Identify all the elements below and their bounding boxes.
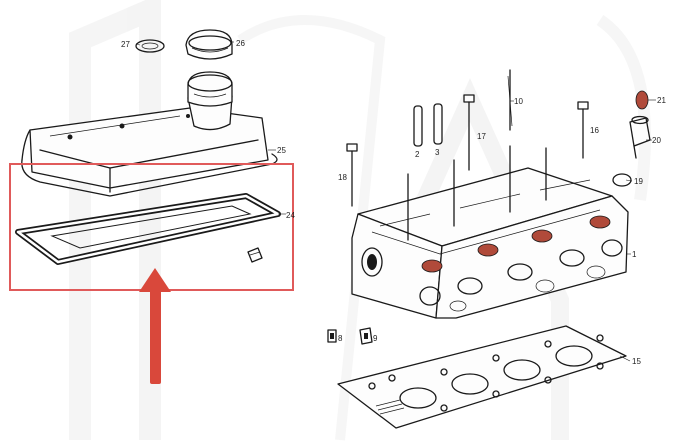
- bolt-18: [346, 143, 358, 207]
- sealing-washer: [135, 39, 165, 53]
- sender-washer: [612, 173, 632, 187]
- bolt-17: [463, 94, 475, 171]
- filler-cap: [185, 29, 233, 60]
- pointer-arrow: [139, 268, 171, 384]
- dowel-2: [413, 105, 423, 147]
- callout-labels: 27 26 25 24 1 2 3 8 9 10 15 16 17 18 19 …: [121, 39, 666, 366]
- callout-2: 2: [415, 150, 420, 159]
- callout-19: 19: [634, 177, 643, 186]
- callout-26: 26: [236, 39, 245, 48]
- callout-1: 1: [632, 250, 637, 259]
- small-fitting-9: [359, 327, 373, 345]
- intake-ports: [419, 239, 623, 312]
- head-studs: [407, 145, 547, 241]
- valve-seats: [421, 215, 611, 273]
- bolt-16: [577, 101, 589, 159]
- cover-nut: [247, 247, 263, 263]
- dowel-3: [433, 103, 443, 145]
- oil-filler-body: [187, 71, 233, 107]
- callout-9: 9: [373, 334, 378, 343]
- small-fitting-8: [327, 329, 337, 343]
- callout-8: 8: [338, 334, 343, 343]
- callout-15: 15: [632, 357, 641, 366]
- callout-25: 25: [277, 146, 286, 155]
- callout-24: 24: [286, 211, 295, 220]
- callout-3: 3: [435, 148, 440, 157]
- callout-10: 10: [514, 97, 523, 106]
- long-stud-10: [507, 69, 513, 131]
- callout-20: 20: [652, 136, 661, 145]
- callout-21: 21: [657, 96, 666, 105]
- callout-27: 27: [121, 40, 130, 49]
- callout-16: 16: [590, 126, 599, 135]
- head-gasket: [337, 325, 627, 429]
- callout-17: 17: [477, 132, 486, 141]
- callout-18: 18: [338, 173, 347, 182]
- gasket-holes: [368, 334, 604, 412]
- leader-lines: [135, 41, 656, 362]
- cylinder-head: [351, 167, 629, 319]
